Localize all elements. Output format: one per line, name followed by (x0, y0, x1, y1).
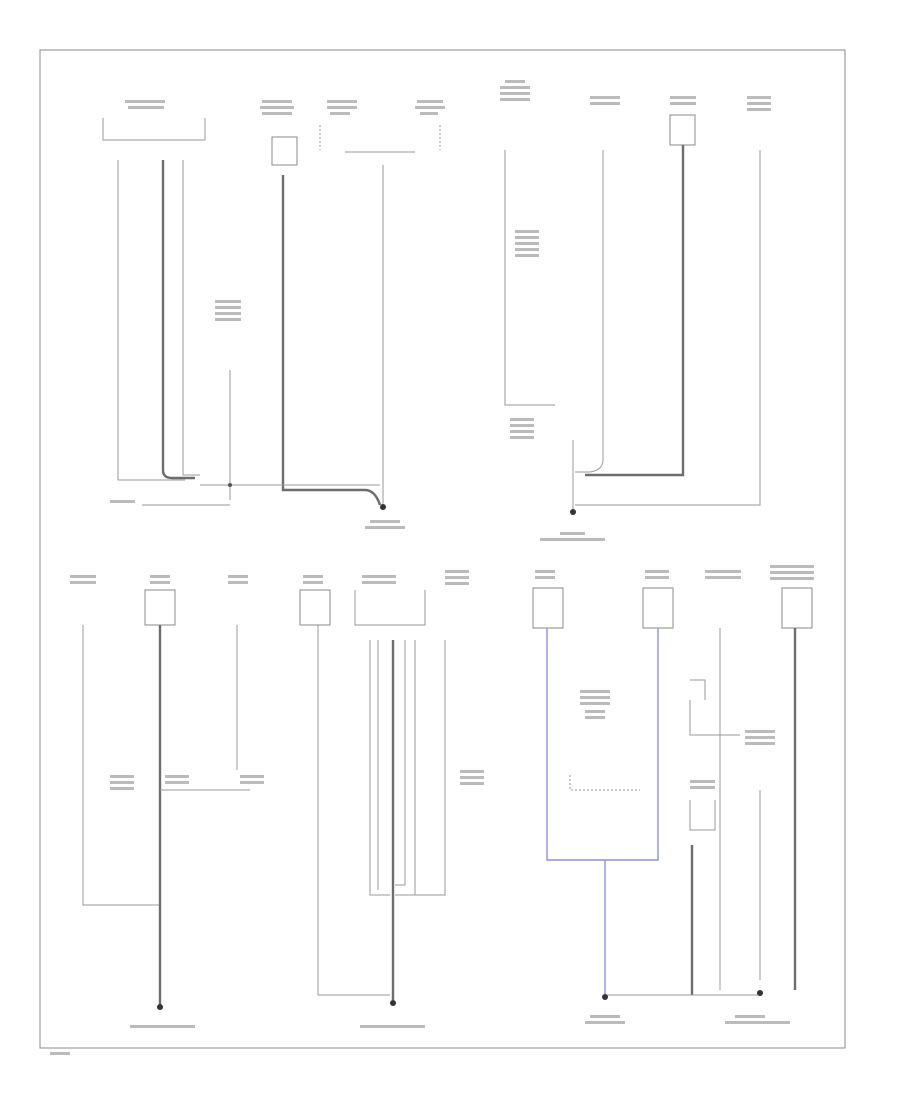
section-bottom-middle (354, 570, 484, 1028)
section-bottom-left (70, 575, 390, 1028)
ground-point (757, 990, 763, 996)
component-box (642, 587, 674, 629)
ground-point (602, 994, 608, 1000)
ground-point (380, 504, 386, 510)
section-bottom-right (532, 565, 814, 1024)
highlighted-circuit (546, 628, 659, 861)
component-box (271, 136, 298, 166)
component-box (532, 587, 564, 629)
ground-point (390, 1000, 396, 1006)
section-top-left (102, 100, 445, 529)
component-box (299, 589, 331, 626)
section-top-right (500, 80, 771, 541)
component-box (669, 114, 696, 146)
component-box (144, 589, 176, 626)
ground-point (157, 1004, 163, 1010)
ground-point (570, 509, 576, 515)
diagram-frame (39, 49, 846, 1049)
component-label-block (125, 100, 445, 115)
footer-code-mark (50, 1052, 70, 1055)
component-box (781, 587, 813, 629)
